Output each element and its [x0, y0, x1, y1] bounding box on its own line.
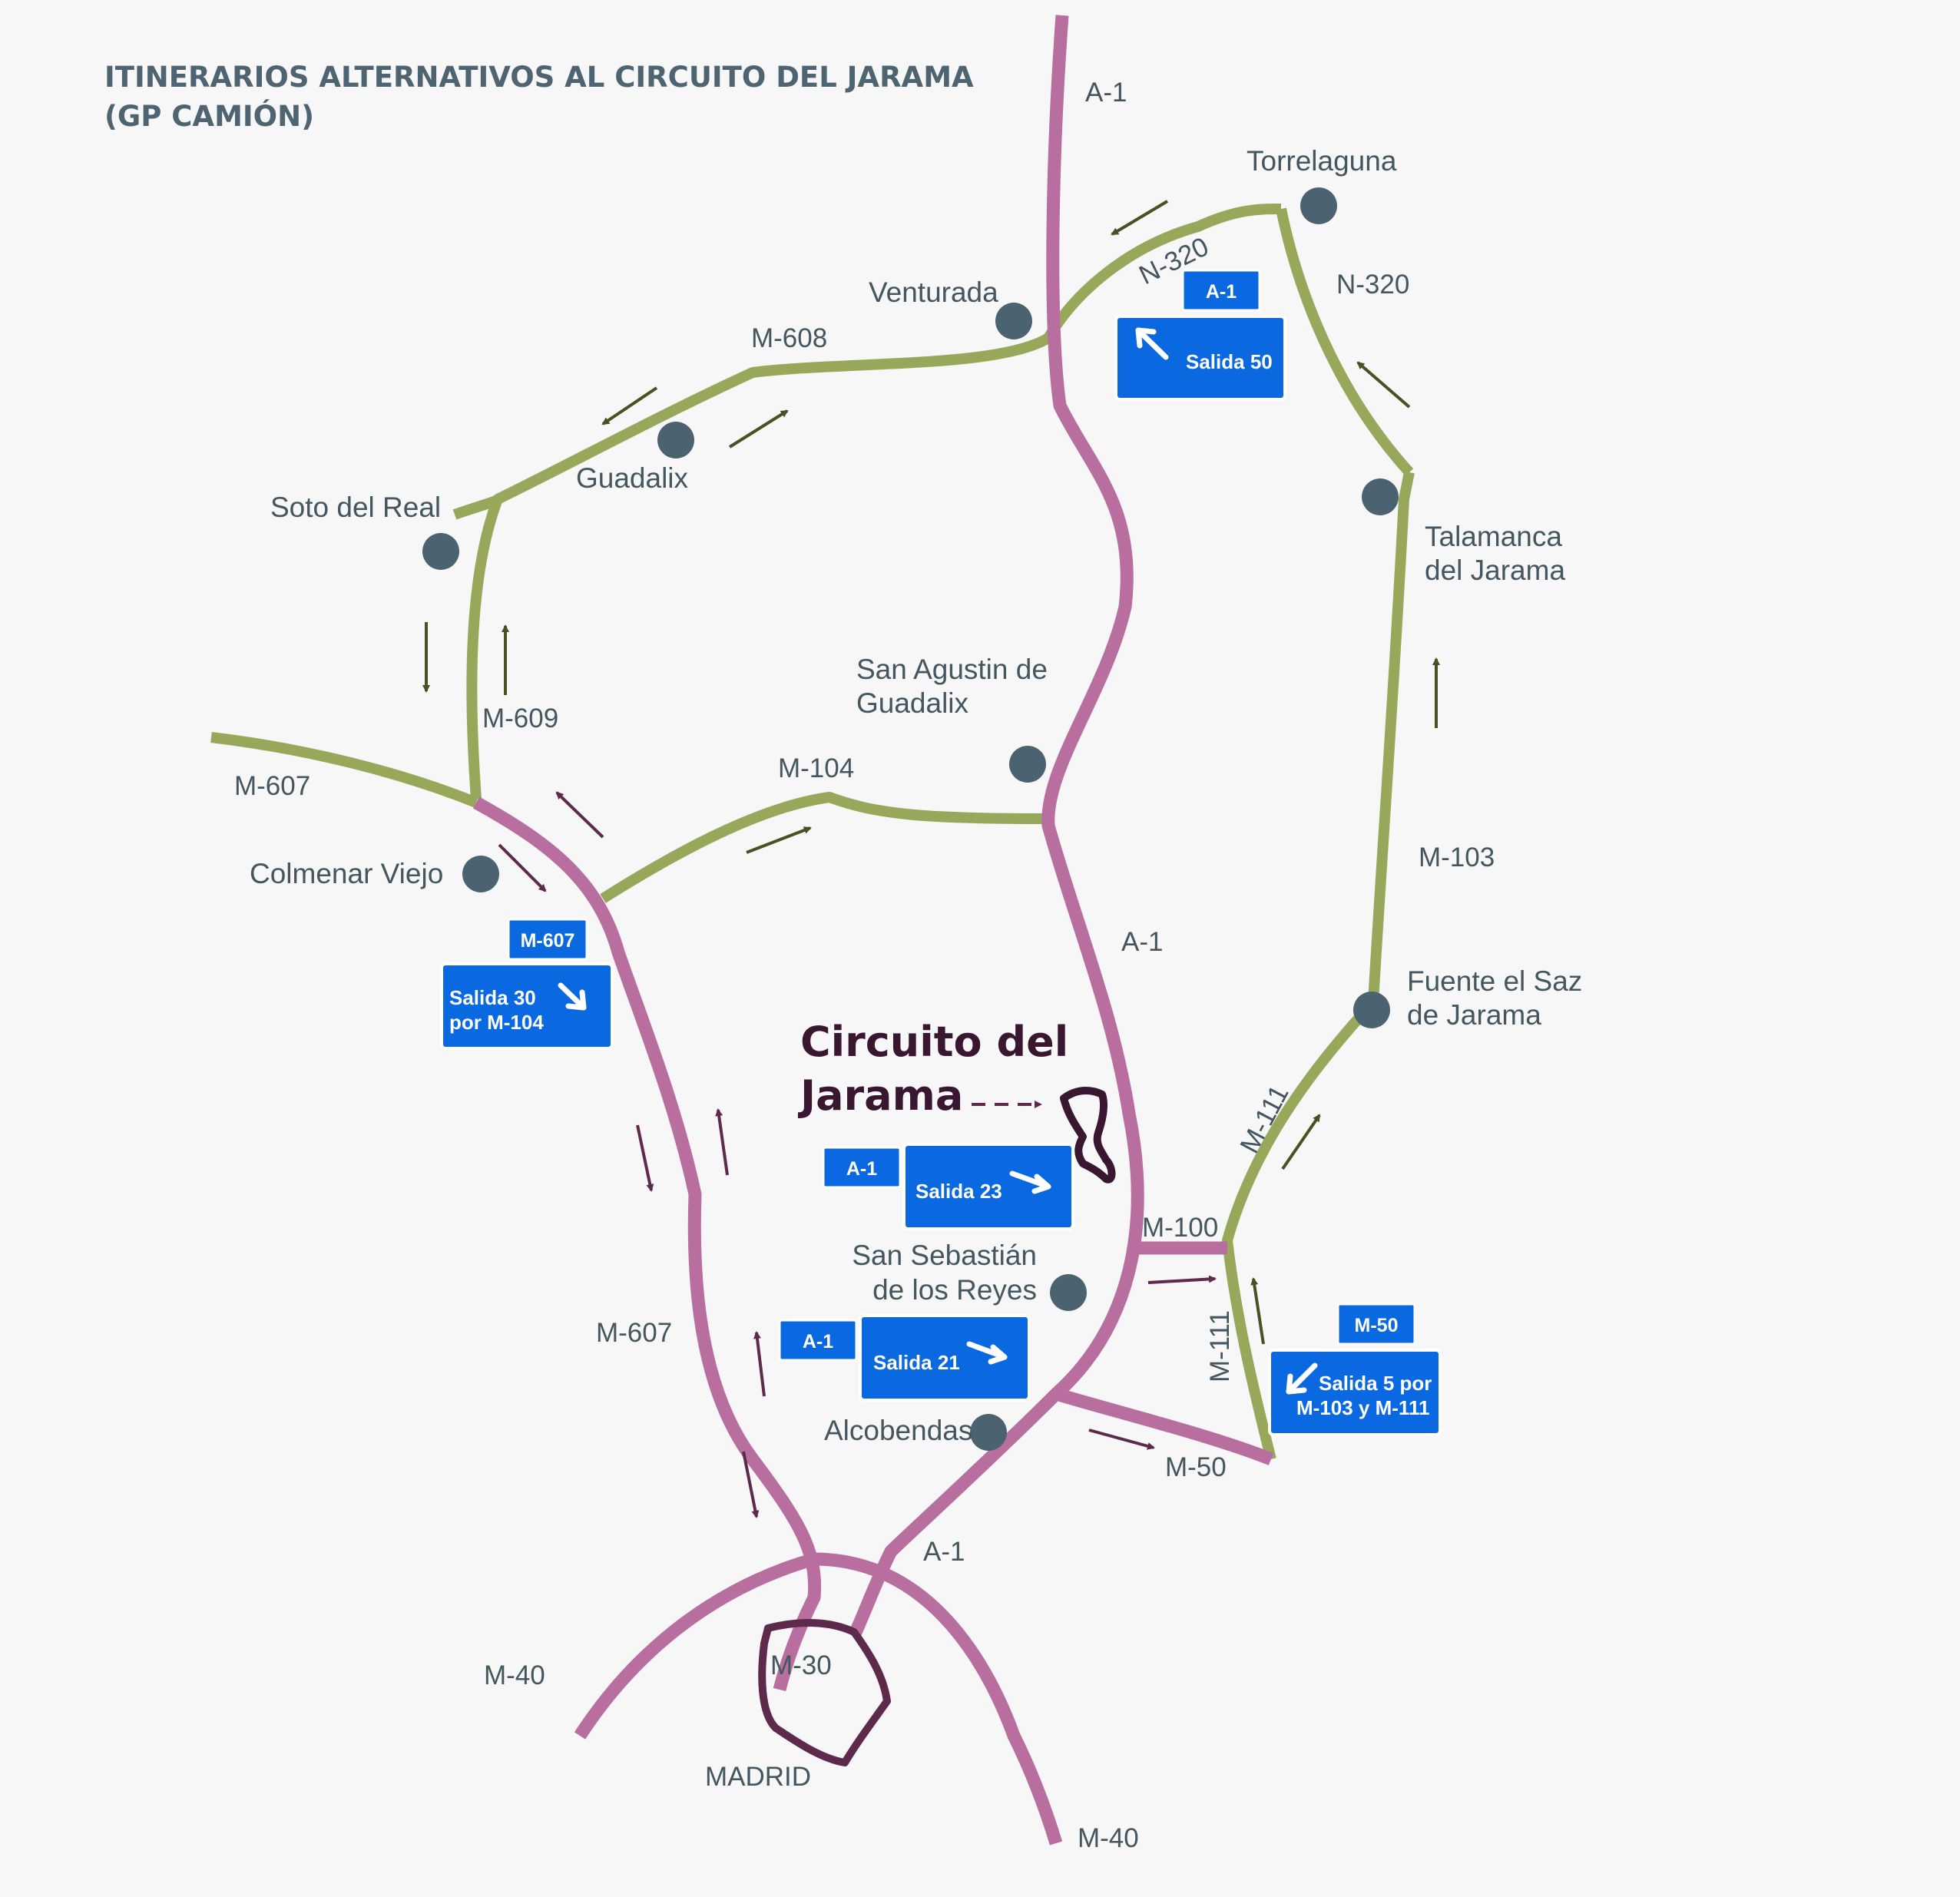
road-m104	[600, 792, 1045, 903]
town-dot-talamanca	[1362, 478, 1399, 515]
label-fuente-el-saz-2: de Jarama	[1407, 999, 1541, 1031]
label-m50: M-50	[1165, 1452, 1227, 1482]
sign-m607-salida-30-text1: Salida 30	[449, 986, 536, 1009]
sign-a1-salida-50-tag: A-1	[1206, 281, 1237, 303]
arrow-m104-east	[746, 826, 812, 854]
arrow-m607-south-1	[498, 843, 547, 892]
sign-a1-salida-23-tag: A-1	[846, 1158, 877, 1180]
road-m103	[1368, 471, 1415, 1003]
arrow-m607-south-2	[636, 1124, 654, 1192]
town-dot-soto-del-real	[422, 533, 459, 570]
label-talamanca-2: del Jarama	[1425, 555, 1565, 586]
label-m40-west: M-40	[484, 1660, 545, 1690]
sign-a1-salida-21-text: Salida 21	[873, 1351, 960, 1374]
arrow-m607-north-2	[715, 1108, 729, 1176]
road-m40-west	[574, 1552, 816, 1740]
town-dot-guadalix	[657, 422, 694, 459]
arrow-m608-west	[601, 386, 658, 425]
town-dot-fuente-el-saz	[1353, 992, 1390, 1028]
circuit-title-line2: Jarama	[797, 1071, 963, 1120]
circuit-title-line1: Circuito del	[800, 1018, 1068, 1066]
label-alcobendas: Alcobendas	[824, 1415, 972, 1446]
sign-a1-salida-21: A-1 Salida 21	[778, 1314, 1031, 1402]
sign-a1-salida-23-text: Salida 23	[915, 1180, 1002, 1203]
map-title-line1: ITINERARIOS ALTERNATIVOS AL CIRCUITO DEL…	[104, 61, 974, 94]
road-m30-ring	[758, 1619, 891, 1766]
label-colmenar-viejo: Colmenar Viejo	[250, 858, 443, 889]
arrow-right-down-icon	[966, 1341, 1008, 1365]
sign-a1-salida-21-tag: A-1	[803, 1331, 833, 1352]
label-m103: M-103	[1419, 843, 1495, 872]
town-dot-torrelaguna	[1300, 187, 1337, 224]
road-m40-south	[813, 1552, 1063, 1846]
label-a1-north: A-1	[1085, 78, 1127, 108]
town-dot-alcobendas	[970, 1414, 1007, 1451]
road-n320-east	[1276, 207, 1414, 476]
sign-m50-salida-5-text1: Salida 5 por	[1319, 1372, 1432, 1395]
town-dot-venturada	[995, 303, 1032, 339]
road-m607-west	[210, 732, 478, 808]
label-n320-b: N-320	[1336, 270, 1409, 300]
label-san-agustin-1: San Agustin de	[856, 654, 1048, 685]
sign-a1-salida-23: A-1 Salida 23	[822, 1143, 1074, 1230]
label-m607-south: M-607	[596, 1318, 672, 1348]
sign-m50-salida-5: M-50 Salida 5 por M-103 y M-111	[1268, 1303, 1442, 1436]
sign-m50-salida-5-text2: M-103 y M-111	[1296, 1396, 1429, 1419]
sign-m607-salida-30-tag: M-607	[521, 930, 575, 952]
road-m608	[452, 333, 1051, 520]
arrow-m607-south-3	[742, 1451, 760, 1518]
arrow-n320-west	[1111, 200, 1169, 236]
label-san-agustin-2: Guadalix	[856, 687, 969, 719]
arrow-right-down-icon	[1009, 1170, 1051, 1194]
arrow-m607-north-3	[753, 1331, 766, 1397]
sign-a1-salida-50-text: Salida 50	[1186, 350, 1273, 373]
arrow-n320-north	[1356, 361, 1411, 409]
label-m608: M-608	[751, 323, 827, 353]
label-san-sebastian-1: San Sebastián	[852, 1240, 1037, 1271]
label-a1-south: A-1	[923, 1537, 965, 1567]
sign-m50-salida-5-tag: M-50	[1355, 1315, 1399, 1336]
arrow-up-left-icon	[1135, 327, 1169, 360]
road-m111	[1222, 998, 1378, 1461]
town-dot-colmenar-viejo	[462, 856, 499, 892]
label-talamanca-1: Talamanca	[1425, 521, 1562, 552]
road-n320-west	[1043, 204, 1282, 341]
label-san-sebastian-2: de los Reyes	[872, 1274, 1037, 1306]
label-guadalix: Guadalix	[576, 462, 689, 494]
arrow-down-right-icon	[558, 982, 587, 1011]
sign-a1-salida-50: A-1 Salida 50	[1114, 269, 1286, 401]
label-m100: M-100	[1142, 1213, 1218, 1243]
label-m104: M-104	[778, 753, 854, 783]
label-madrid: MADRID	[705, 1762, 811, 1792]
label-venturada: Venturada	[869, 276, 998, 308]
sign-m607-salida-30-text2: por M-104	[449, 1011, 544, 1034]
label-torrelaguna: Torrelaguna	[1247, 145, 1397, 177]
road-m50	[1054, 1387, 1274, 1465]
road-m607-east	[472, 796, 822, 1692]
label-m30: M-30	[770, 1650, 832, 1680]
label-m609: M-609	[482, 704, 558, 733]
arrow-m111-south-segment	[1250, 1277, 1265, 1345]
label-m607-west: M-607	[234, 771, 310, 801]
label-fuente-el-saz-1: Fuente el Saz	[1407, 965, 1582, 997]
label-soto-del-real: Soto del Real	[270, 492, 441, 523]
arrow-m50-east	[1088, 1429, 1155, 1450]
arrow-m607-north-1	[555, 791, 604, 839]
arrow-m111-north	[1281, 1114, 1321, 1170]
arrow-m100-east	[1147, 1275, 1217, 1284]
circuit-track-icon	[1060, 1087, 1116, 1184]
sign-m607-salida-30: M-607 Salida 30 por M-104	[440, 918, 614, 1050]
arrow-down-left-icon	[1286, 1362, 1318, 1395]
label-m40-south: M-40	[1078, 1823, 1139, 1853]
arrow-m608-east	[728, 409, 789, 449]
town-dot-san-agustin	[1009, 746, 1046, 783]
town-dot-san-sebastian	[1050, 1274, 1087, 1311]
road-a1	[848, 15, 1144, 1639]
label-m111-b: M-111	[1205, 1310, 1235, 1382]
road-m609	[466, 497, 503, 800]
label-a1-mid: A-1	[1121, 927, 1163, 957]
map-title-line2: (GP CAMIÓN)	[104, 99, 314, 133]
